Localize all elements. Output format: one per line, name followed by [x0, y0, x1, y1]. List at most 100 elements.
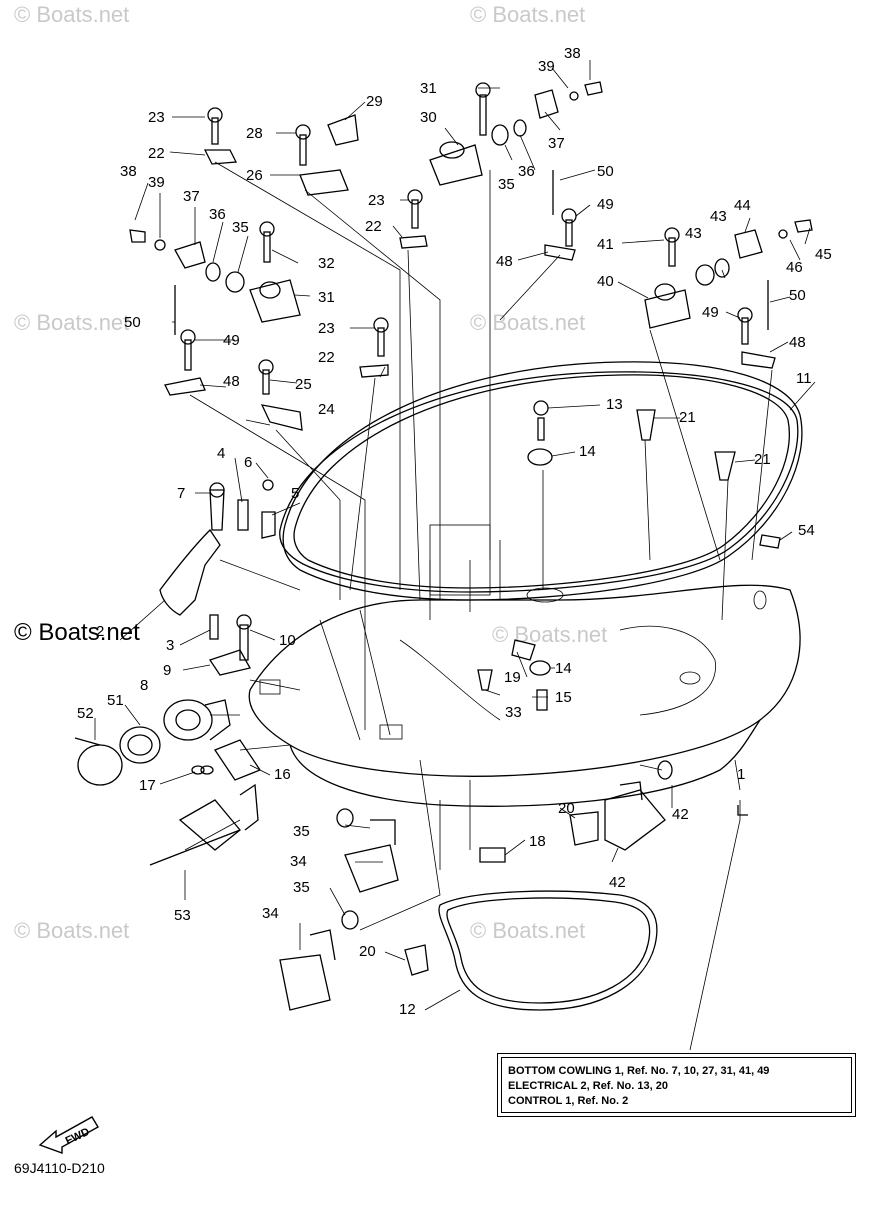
callout-35d: 35 — [293, 879, 310, 896]
callout-41: 41 — [597, 236, 614, 253]
watermark: © Boats.net — [492, 622, 607, 647]
callout-8: 8 — [140, 677, 148, 694]
callout-49b: 49 — [702, 304, 719, 321]
callout-26: 26 — [246, 167, 263, 184]
callout-23: 23 — [148, 109, 165, 126]
fwd-label: FWD — [64, 1126, 92, 1147]
callout-32: 33 — [505, 704, 522, 721]
callout-3: 3 — [166, 637, 174, 654]
callout-50b: 50 — [789, 287, 806, 304]
watermark: © Boats.net — [14, 2, 129, 27]
diagram-code: 69J4110-D210 — [14, 1160, 105, 1176]
callout-27: 28 — [246, 125, 263, 142]
callout-50c: 50 — [124, 314, 141, 331]
note-line: CONTROL 1, Ref. No. 2 — [508, 1095, 629, 1107]
callout-35: 35 — [498, 176, 515, 193]
callout-40: 40 — [597, 273, 614, 290]
callout-35b: 35 — [232, 219, 249, 236]
callout-36: 36 — [518, 163, 535, 180]
callout-49c: 49 — [223, 332, 240, 349]
left-parts — [74, 479, 276, 866]
callout-33: 34 — [290, 853, 307, 870]
callout-54: 54 — [798, 522, 815, 539]
callout-labels: 23 22 28 29 30 31 39 38 37 36 35 50 23 2… — [77, 45, 832, 1018]
callout-5: 5 — [291, 485, 299, 502]
callout-21b: 21 — [754, 451, 771, 468]
callout-43b: 42 — [672, 806, 689, 823]
callout-49: 49 — [597, 196, 614, 213]
callout-21: 21 — [679, 409, 696, 426]
reference-notes: BOTTOM COWLING 1, Ref. No. 7, 10, 27, 31… — [497, 1053, 856, 1117]
callout-2: 2 — [96, 623, 104, 640]
callout-23b: 23 — [368, 192, 385, 209]
callout-9: 9 — [163, 662, 171, 679]
callout-28: 29 — [366, 93, 383, 110]
bottom-cowling — [248, 361, 803, 807]
callout-14b: 14 — [555, 660, 572, 677]
callout-24: 24 — [318, 401, 335, 418]
callout-18: 18 — [529, 833, 546, 850]
right-parts — [279, 219, 813, 1011]
callout-34: 34 — [262, 905, 279, 922]
callout-52: 52 — [77, 705, 94, 722]
callout-37b: 37 — [183, 188, 200, 205]
callout-15: 15 — [555, 689, 572, 706]
callout-14: 14 — [579, 443, 596, 460]
callout-48: 48 — [496, 253, 513, 270]
callout-1: 1 — [737, 766, 745, 783]
note-line: BOTTOM COWLING 1, Ref. No. 7, 10, 27, 31… — [508, 1065, 770, 1077]
callout-4: 4 — [217, 445, 225, 462]
callout-38: 38 — [564, 45, 581, 62]
callout-10: 10 — [279, 632, 296, 649]
callout-42: 42 — [609, 874, 626, 891]
callout-20: 20 — [558, 800, 575, 817]
callout-46: 45 — [815, 246, 832, 263]
callout-53: 53 — [174, 907, 191, 924]
callout-16: 16 — [274, 766, 291, 783]
callout-35c: 35 — [293, 823, 310, 840]
callout-22: 22 — [148, 145, 165, 162]
watermark-main: © Boats.net — [14, 619, 140, 646]
watermarks: © Boats.net © Boats.net © Boats.net © Bo… — [14, 2, 607, 943]
callout-39b: 39 — [148, 174, 165, 191]
callout-37: 37 — [548, 135, 565, 152]
callout-50: 50 — [597, 163, 614, 180]
callout-30: 31 — [318, 289, 335, 306]
leader-lines — [94, 60, 816, 1051]
fwd-arrow-icon: FWD — [34, 1105, 104, 1160]
callout-20b: 20 — [359, 943, 376, 960]
watermark: © Boats.net — [470, 2, 585, 27]
callout-45: 44 — [734, 197, 751, 214]
callout-38b: 38 — [120, 163, 137, 180]
callout-43: 43 — [685, 225, 702, 242]
callout-17: 17 — [139, 777, 156, 794]
callout-36b: 36 — [209, 206, 226, 223]
callout-11: 11 — [796, 370, 812, 387]
callout-48c: 48 — [223, 373, 240, 390]
callout-31: 31 — [420, 80, 437, 97]
watermark: © Boats.net — [470, 310, 585, 335]
callout-25: 25 — [295, 376, 312, 393]
callout-31b: 32 — [318, 255, 335, 272]
callout-29: 30 — [420, 109, 437, 126]
top-parts — [129, 81, 603, 431]
callout-7: 7 — [177, 485, 185, 502]
watermark: © Boats.net — [14, 310, 129, 335]
callout-12: 12 — [399, 1001, 416, 1018]
note-line: ELECTRICAL 2, Ref. No. 13, 20 — [508, 1080, 668, 1092]
callout-22c: 22 — [318, 349, 335, 366]
watermark: © Boats.net — [14, 918, 129, 943]
callout-22b: 22 — [365, 218, 382, 235]
callout-48b: 48 — [789, 334, 806, 351]
callout-44: 43 — [710, 208, 727, 225]
callout-51: 51 — [107, 692, 124, 709]
callout-19: 19 — [504, 669, 521, 686]
cowling-seal — [279, 371, 799, 593]
callout-13: 13 — [606, 396, 623, 413]
callout-6: 6 — [244, 454, 252, 471]
callout-23c: 23 — [318, 320, 335, 337]
watermark: © Boats.net — [470, 918, 585, 943]
bottom-seal — [438, 890, 658, 1011]
